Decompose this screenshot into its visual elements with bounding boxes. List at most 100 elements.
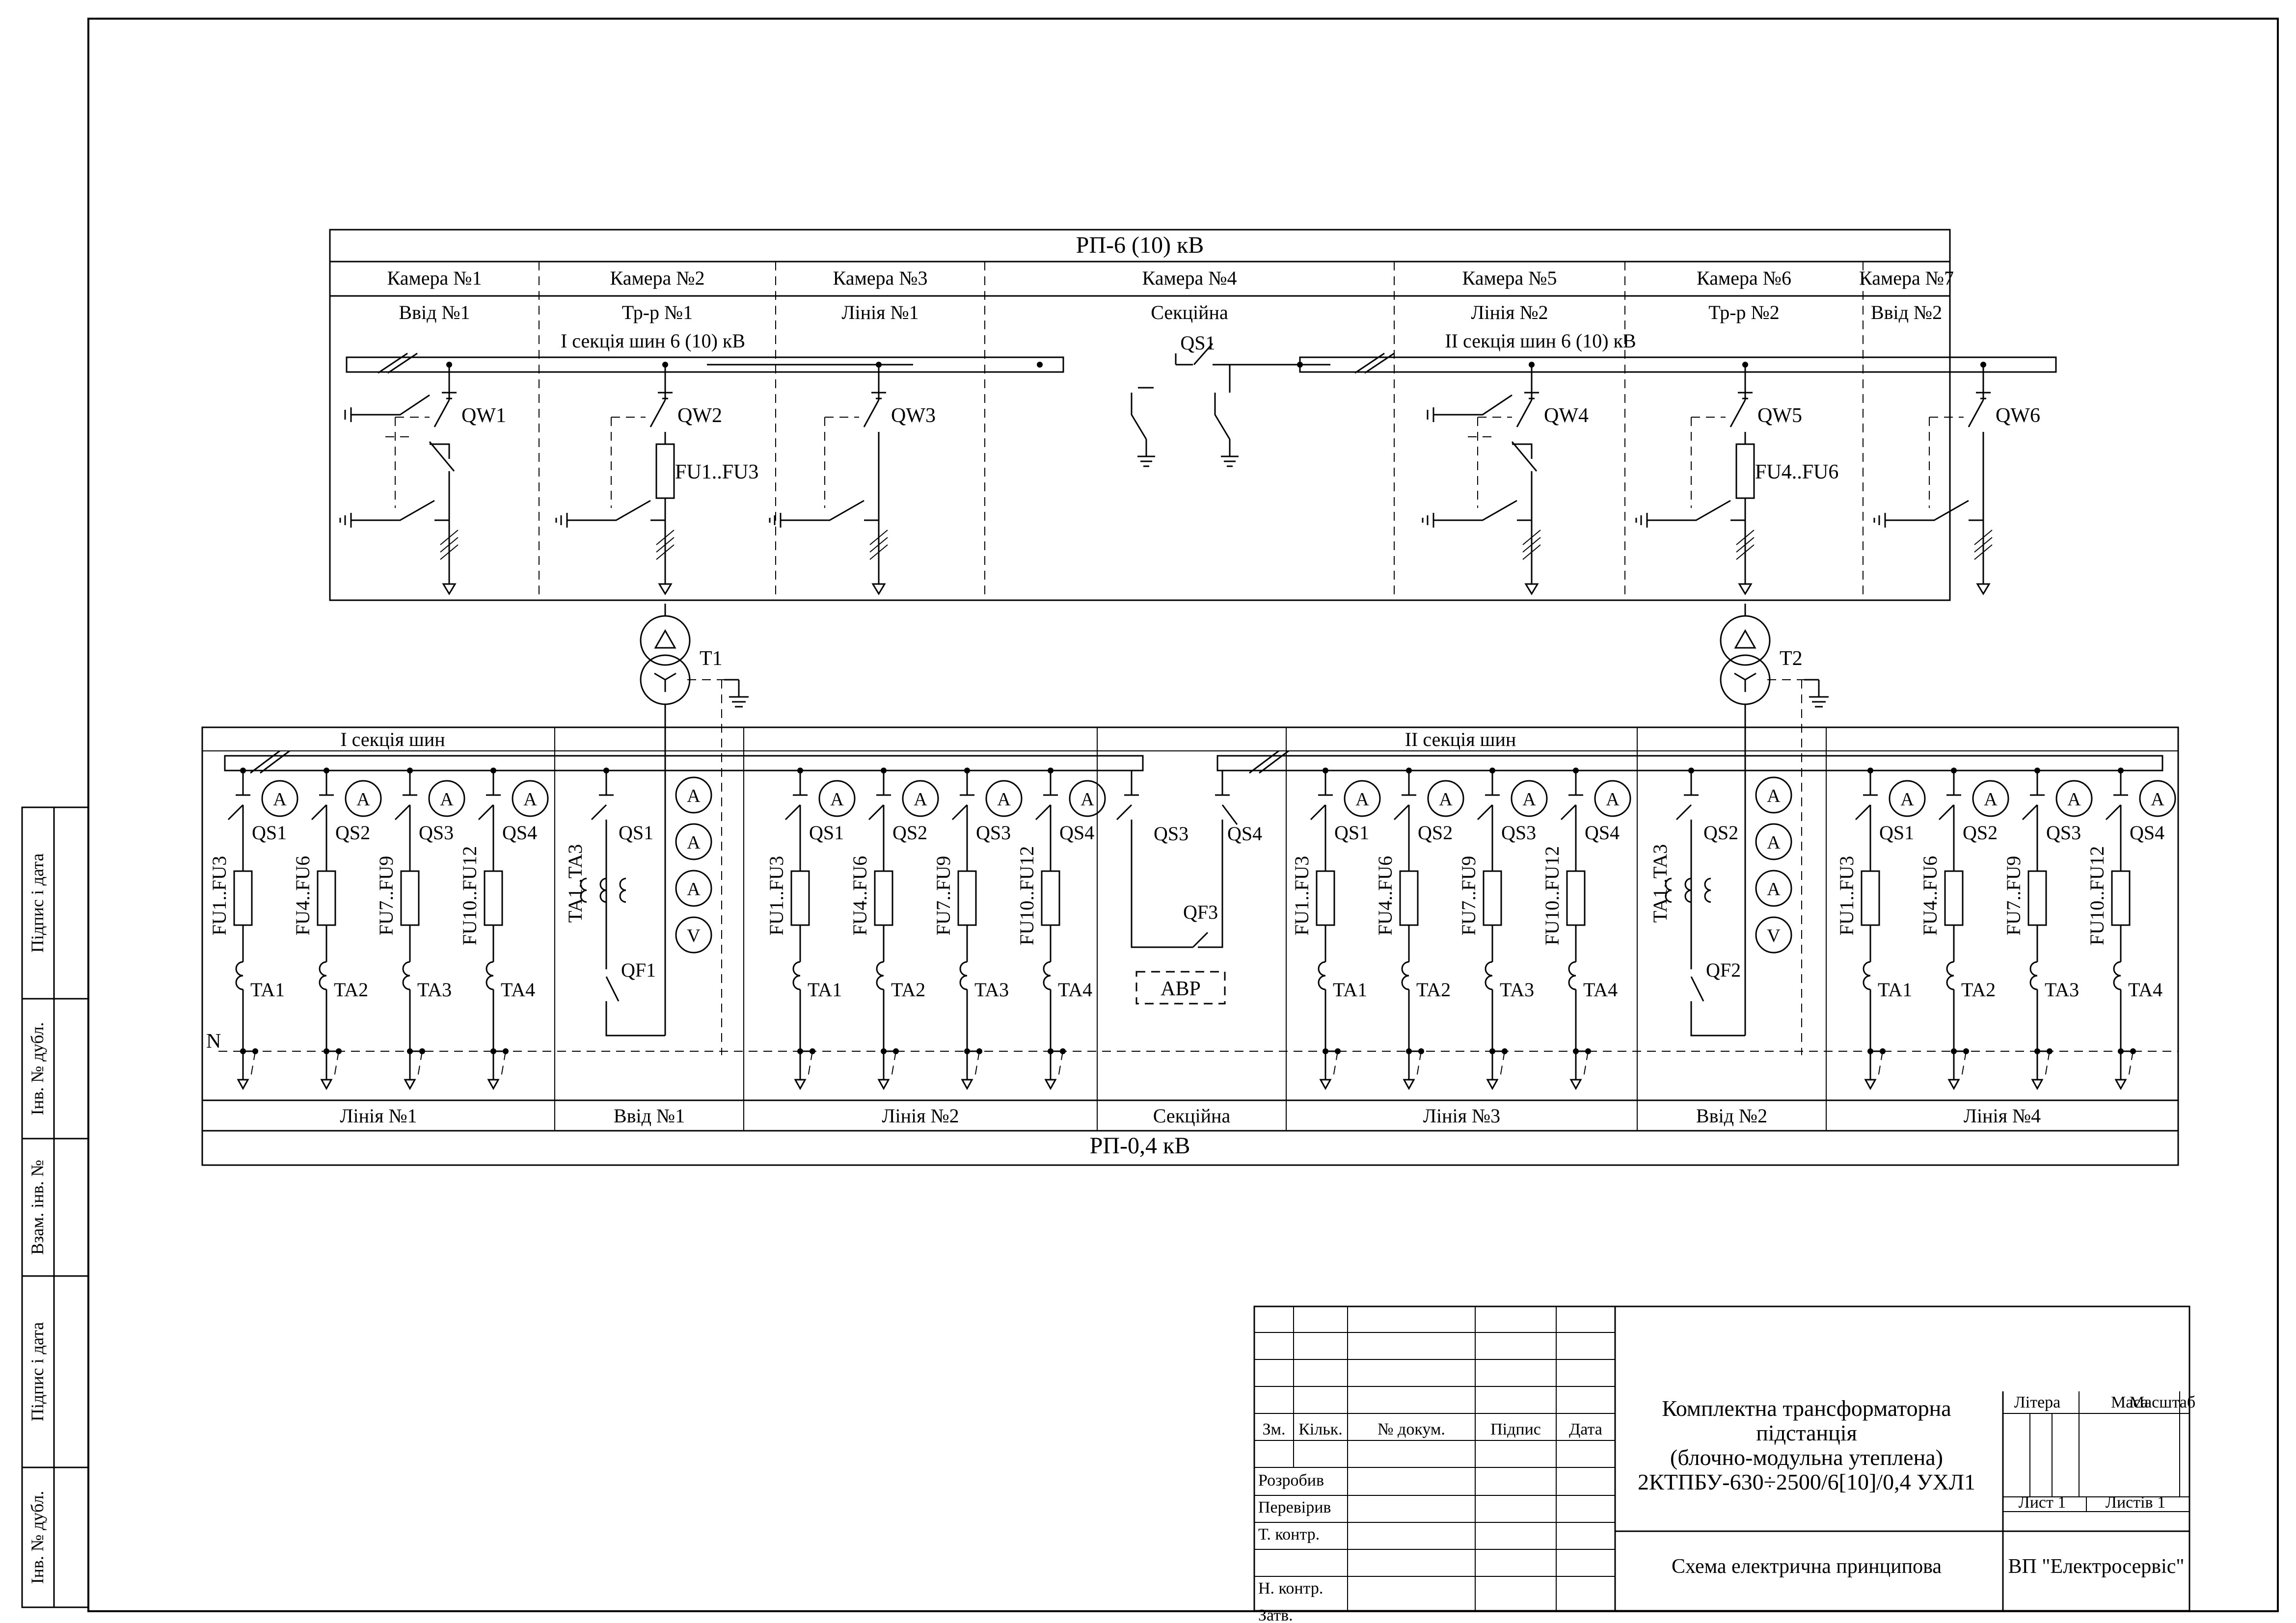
ammeter — [1972, 780, 2009, 817]
cable-end — [2114, 1079, 2127, 1091]
qs-label: QS1 — [809, 822, 844, 844]
ta-label: TA1 — [250, 979, 285, 1001]
wye-symbol — [654, 672, 676, 692]
ct-coil — [319, 961, 327, 990]
fuse — [790, 870, 810, 926]
avr-label: АВР — [1161, 978, 1201, 1000]
camera-function: Тр-р №2 — [1708, 301, 1779, 323]
cable-end — [1319, 1079, 1332, 1091]
fuse — [1735, 443, 1755, 499]
qs-label: QS3 — [2046, 822, 2081, 844]
junction-dot — [1297, 362, 1303, 368]
ammeter-label: A — [997, 789, 1011, 810]
camera-name: Камера №6 — [1697, 267, 1791, 289]
ct-coil — [2029, 961, 2038, 990]
camera-name: Камера №2 — [610, 267, 705, 289]
input-qf-label: QF2 — [1706, 959, 1741, 981]
cable-end — [2031, 1079, 2044, 1091]
ammeter-label: A — [1606, 789, 1620, 810]
hv-switch-label: QW5 — [1757, 404, 1802, 427]
fuse — [655, 443, 675, 499]
ammeter — [1594, 780, 1631, 817]
ta-label: TA2 — [334, 979, 368, 1001]
camera-function: Лінія №1 — [841, 301, 918, 323]
stamp-header: Зм. — [1262, 1420, 1285, 1438]
scale-label: Масштаб — [2130, 1393, 2195, 1411]
bus-label-2: ІІ секція шин 6 (10) кВ — [1445, 330, 1636, 352]
camera-name: Камера №3 — [833, 267, 928, 289]
fuse — [957, 870, 977, 926]
fuse — [1316, 870, 1335, 926]
lv-busbar-1 — [224, 755, 1144, 772]
ct-marks — [1522, 530, 1541, 560]
ct-coils — [1665, 878, 1711, 903]
fu-label: FU4..FU6 — [292, 856, 314, 935]
busbar-section-1 — [346, 356, 1064, 373]
qs3-switch — [1116, 804, 1193, 948]
ammeter-label: A — [914, 789, 927, 810]
qs4-label: QS4 — [1227, 823, 1262, 845]
qs-switch — [784, 804, 801, 821]
ammeter-label: A — [687, 832, 701, 853]
ta-label: TA1 — [808, 979, 842, 1001]
hv-switch — [649, 399, 666, 427]
ct-marks — [869, 530, 888, 560]
cable-end — [877, 1079, 890, 1091]
stamp-role: Перевірив — [1258, 1498, 1331, 1517]
lv-section-label: Лінія №4 — [1964, 1105, 2041, 1127]
fuse — [484, 870, 503, 926]
fu-label: FU1..FU3 — [765, 856, 787, 935]
camera-function: Тр-р №1 — [622, 301, 693, 323]
earth-switch — [351, 500, 435, 521]
ta-label: TA3 — [2045, 979, 2079, 1001]
fuse — [233, 870, 253, 926]
lv-section-label: Ввід №2 — [1696, 1105, 1767, 1127]
qs-switch — [591, 804, 607, 821]
fuse — [1041, 870, 1060, 926]
ammeter-label: A — [1767, 832, 1781, 853]
camera-function: Лінія №2 — [1471, 301, 1548, 323]
voltmeter — [1755, 916, 1792, 954]
ct-coil — [402, 961, 410, 990]
camera-name: Камера №4 — [1142, 267, 1237, 289]
stamp-title-line: Комплектна трансформаторна — [1662, 1396, 1951, 1421]
fuse — [1483, 870, 1502, 926]
fu-label: FU7..FU9 — [2002, 856, 2025, 935]
margin-label: Взам. інв. № — [27, 1160, 47, 1255]
tick — [250, 750, 290, 774]
ammeter-label: A — [687, 786, 701, 806]
ammeter — [1889, 780, 1926, 817]
hv-title: РП-6 (10) кВ — [1076, 232, 1204, 258]
delta-symbol — [654, 629, 676, 649]
stamp-title-line: (блочно-модульна утеплена) — [1670, 1445, 1943, 1470]
ammeter — [261, 780, 298, 817]
wire — [1961, 1051, 1967, 1080]
cable-end — [1864, 1079, 1877, 1091]
qs-switch — [1855, 804, 1871, 821]
qs-label: QS2 — [892, 822, 927, 844]
ammeter — [675, 870, 712, 907]
litera-label: Літера — [2014, 1393, 2061, 1411]
fu-label: FU7..FU9 — [1458, 856, 1480, 935]
ammeter-label: A — [687, 879, 701, 900]
sheets-label: Листів 1 — [2106, 1493, 2165, 1512]
cable-end — [442, 583, 457, 595]
qs-label: QS4 — [502, 822, 537, 844]
qs-switch — [1310, 804, 1326, 821]
hv-switch — [1511, 441, 1538, 472]
fu-label: FU1..FU3 — [208, 856, 230, 935]
fuse — [2027, 870, 2047, 926]
ta-label: TA4 — [2128, 979, 2162, 1001]
ta-label: TA2 — [1416, 979, 1451, 1001]
qs-switch — [1675, 804, 1692, 821]
ct-coils — [580, 878, 626, 903]
fuse — [1861, 870, 1880, 926]
earth-switch — [351, 394, 430, 416]
wire — [250, 1051, 256, 1080]
qs-label: QS4 — [1585, 822, 1620, 844]
qs-switch — [1477, 804, 1493, 821]
qf-breaker — [605, 976, 665, 1037]
